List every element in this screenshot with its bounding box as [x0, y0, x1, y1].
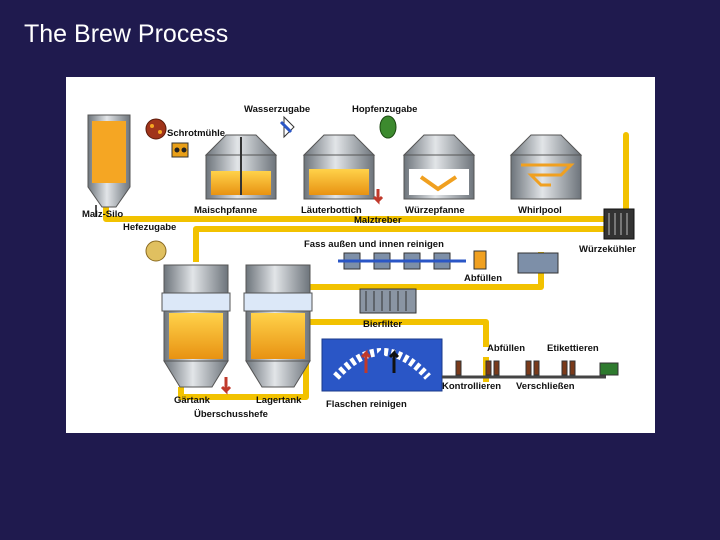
label-wurzepfanne: Würzepfanne [405, 205, 465, 216]
water-icon [281, 117, 294, 137]
fermentation-tank [162, 265, 230, 387]
lagering-tank [244, 265, 312, 387]
label-uberschusshefe: Überschusshefe [194, 409, 268, 420]
label-hefezugabe: Hefezugabe [123, 222, 176, 233]
label-wurzekuhler: Würzekühler [579, 244, 636, 255]
label-whirlpool: Whirlpool [518, 205, 562, 216]
label-flaschen-reinigen: Flaschen reinigen [326, 399, 407, 410]
label-malz-silo: Malz-Silo [82, 209, 123, 220]
keg-cleaning-line [338, 251, 558, 273]
wort-kettle [404, 135, 474, 199]
mash-tun [206, 135, 276, 199]
label-maischpfanne: Maischpfanne [194, 205, 257, 216]
malt-silo [88, 115, 130, 217]
bottling-line [442, 361, 618, 377]
label-bierfilter: Bierfilter [363, 319, 402, 330]
brew-process-diagram: Wasserzugabe Hopfenzugabe Schrotmühle Ma… [66, 77, 655, 433]
label-fass-reinigen: Fass außen und innen reinigen [304, 239, 444, 250]
label-kontrollieren: Kontrollieren [442, 381, 501, 392]
label-schrotmuhle: Schrotmühle [167, 128, 225, 139]
bottle-washer [322, 339, 442, 391]
label-wasserzugabe: Wasserzugabe [244, 104, 310, 115]
lauter-tun [304, 135, 382, 201]
beer-filter [360, 289, 416, 313]
whirlpool [511, 135, 581, 199]
slide-title: The Brew Process [24, 20, 228, 49]
wort-cooler [604, 209, 634, 239]
label-abfullen-fass: Abfüllen [464, 273, 502, 284]
label-abfullen-flasche: Abfüllen [487, 343, 525, 354]
label-hopfenzugabe: Hopfenzugabe [352, 104, 417, 115]
hop-icon [380, 116, 396, 138]
diagram-graphics [66, 77, 655, 433]
label-malztreber: Malztreber [354, 215, 402, 226]
label-etikettieren: Etikettieren [547, 343, 599, 354]
label-lauterbottich: Läuterbottich [301, 205, 362, 216]
yeast-icon [146, 241, 166, 261]
label-lagertank: Lagertank [256, 395, 301, 406]
label-gartank: Gärtank [174, 395, 210, 406]
label-verschliessen: Verschließen [516, 381, 575, 392]
